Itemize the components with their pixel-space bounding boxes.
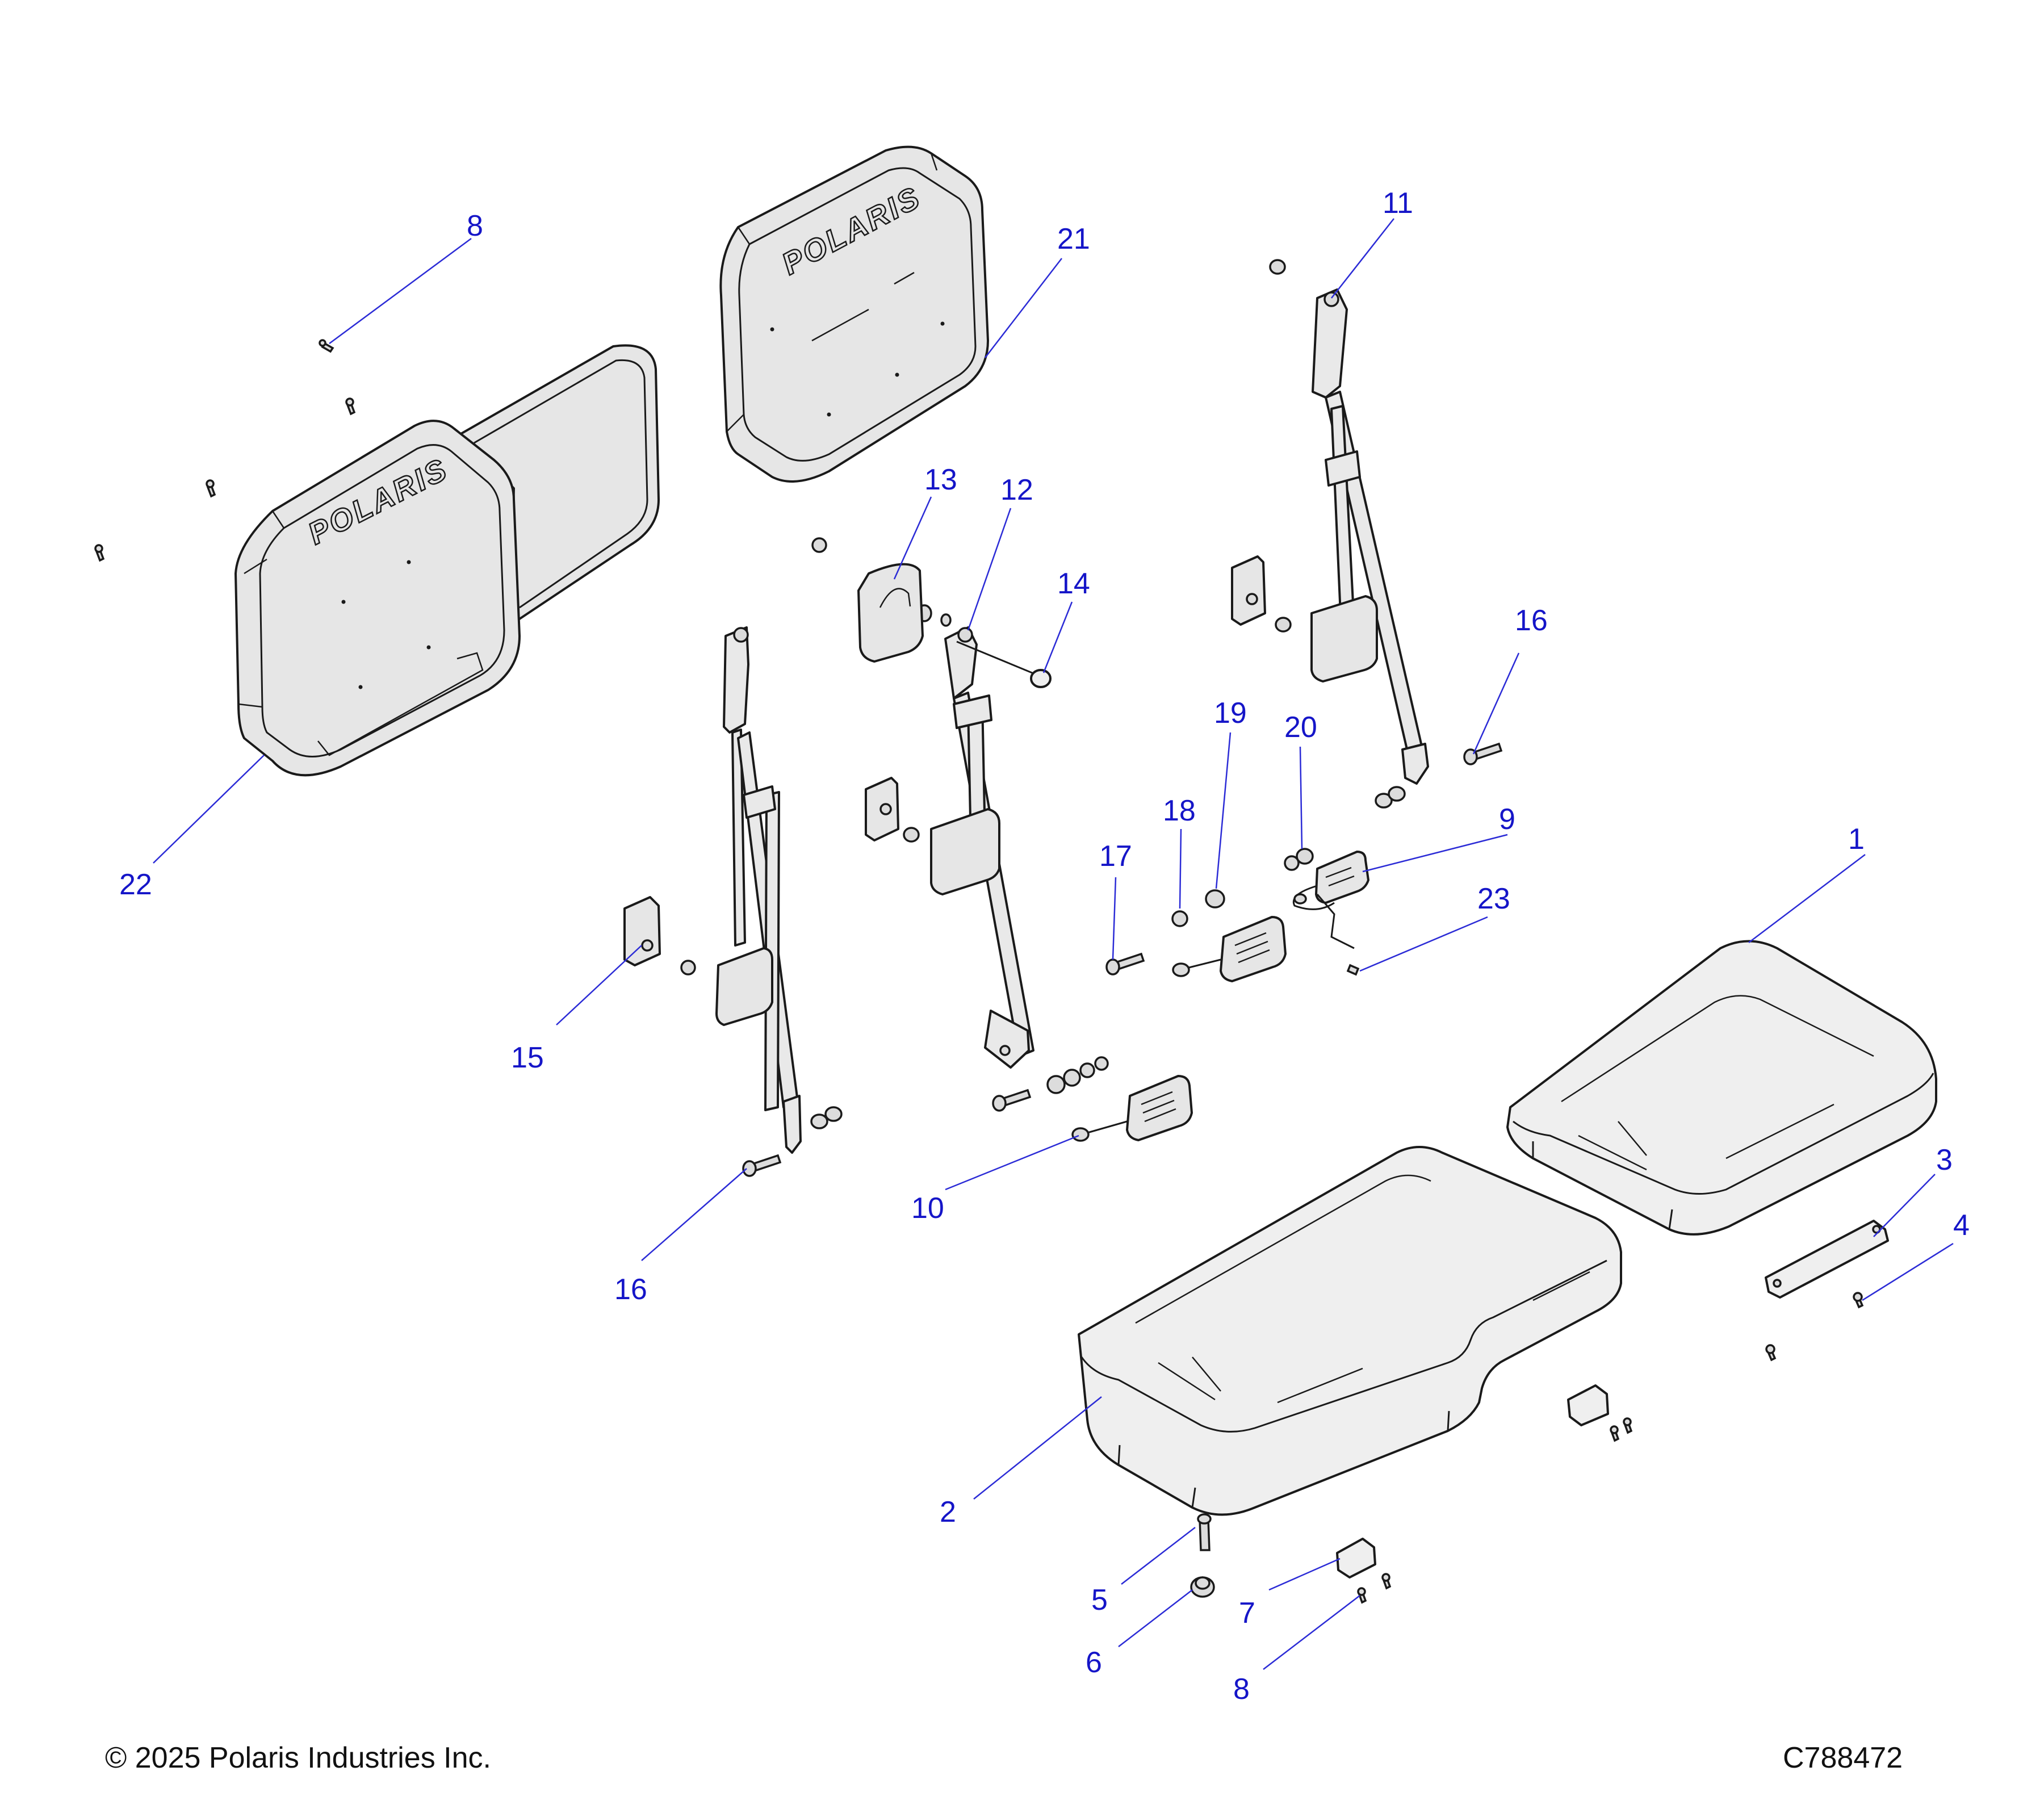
screw-small-right — [1765, 1292, 1864, 1362]
washer-18 — [1171, 910, 1188, 927]
spacer-19 — [1205, 889, 1225, 909]
callout-6: 6 — [1086, 1646, 1102, 1679]
callout-13: 13 — [924, 463, 957, 496]
callout-2: 2 — [940, 1496, 956, 1529]
callout-5: 5 — [1091, 1584, 1108, 1617]
screw-set-bottom — [1357, 1573, 1392, 1604]
callout-11: 11 — [1383, 187, 1413, 220]
callout-17: 17 — [1099, 840, 1132, 873]
seat-belt-right — [1269, 259, 1429, 809]
copyright-notice: © 2025 Polaris Industries Inc. — [105, 1741, 491, 1774]
callout-22: 22 — [119, 868, 152, 901]
block-right — [1231, 555, 1266, 626]
seat-belt-center — [811, 537, 1052, 1069]
callout-7: 7 — [1239, 1597, 1255, 1630]
buckle-with-harness — [1293, 851, 1369, 949]
callout-18: 18 — [1163, 794, 1196, 827]
callout-19: 19 — [1214, 697, 1247, 730]
callout-14: 14 — [1057, 567, 1090, 600]
callout-16-right: 16 — [1515, 604, 1548, 637]
bracket-small-upper — [1567, 1384, 1633, 1442]
bolt-right — [1463, 742, 1503, 765]
callout-1: 1 — [1848, 823, 1865, 856]
bolt-left — [742, 1154, 782, 1177]
flange-nut — [1190, 1576, 1215, 1598]
bolt-17 — [1105, 952, 1145, 976]
nut-20-set — [1284, 848, 1314, 871]
backrest-right: POLARIS — [719, 145, 989, 483]
bracket-small — [1336, 1538, 1376, 1579]
spacer-block — [623, 896, 661, 966]
cover-large — [857, 563, 924, 663]
seat-bottom-left — [1078, 1146, 1622, 1516]
callout-23: 23 — [1477, 882, 1510, 915]
block-center — [865, 777, 920, 843]
callout-20: 20 — [1284, 711, 1317, 744]
buckle-mid — [1172, 916, 1287, 982]
bolt-buckle-center — [992, 1056, 1109, 1112]
bracket-long — [1765, 1220, 1889, 1299]
callout-9: 9 — [1499, 803, 1515, 836]
callout-10: 10 — [911, 1192, 944, 1225]
callout-8-bottom: 8 — [1233, 1673, 1250, 1706]
seat-bottom-right — [1506, 940, 1937, 1236]
callout-12: 12 — [1000, 474, 1033, 506]
wire-clip — [1346, 964, 1360, 976]
callout-16-left: 16 — [614, 1273, 647, 1306]
screw-set-top — [94, 339, 356, 562]
callout-layer: 1 2 3 4 5 6 7 8 8 9 10 11 12 13 14 15 16 — [119, 187, 1970, 1706]
callout-8-top: 8 — [467, 210, 483, 242]
stud-bolt — [1197, 1513, 1212, 1551]
drawing-number: C788472 — [1783, 1741, 1903, 1774]
nut-washer-pair-lower — [810, 1106, 843, 1129]
callout-21: 21 — [1057, 223, 1090, 256]
callout-4: 4 — [1953, 1209, 1970, 1242]
seat-belt-left — [680, 626, 843, 1154]
buckle-center — [1071, 1075, 1193, 1142]
callout-3: 3 — [1936, 1144, 1953, 1177]
backrest-left-assembly: POLARIS — [234, 344, 660, 777]
callout-15: 15 — [511, 1041, 544, 1074]
